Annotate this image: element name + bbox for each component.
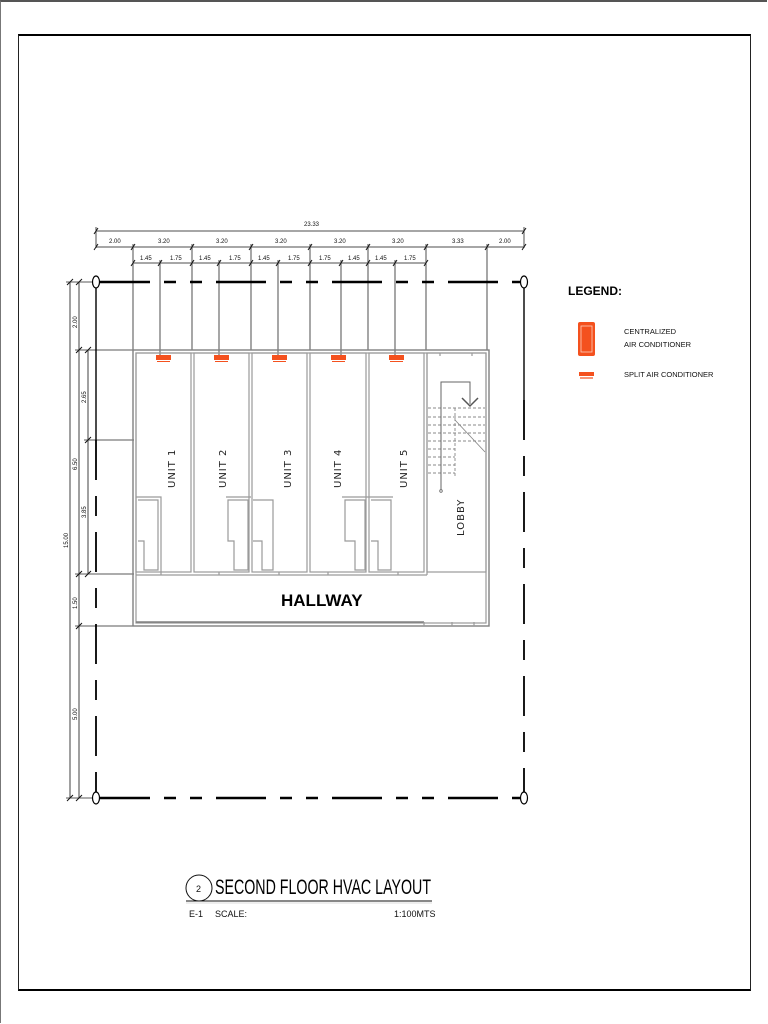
split-ac-legend-icon (579, 372, 594, 379)
room-label-unit-3: UNIT 3 (283, 449, 294, 488)
legend-label-centralized: CENTRALIZED (624, 327, 677, 336)
split-ac-icon (272, 355, 287, 362)
split-ac-icon (331, 355, 346, 362)
drawing-title-block: 2 E-1 SECOND FLOOR HVAC LAYOUT SCALE: 1:… (185, 874, 436, 919)
dim-bay-7: 3.33 (452, 239, 464, 245)
drawing-title: SECOND FLOOR HVAC LAYOUT (215, 876, 431, 899)
dim-sub-10: 1.75 (404, 256, 416, 262)
legend-label-centralized-2: AIR CONDITIONER (624, 340, 692, 349)
dim-sub-4: 1.75 (229, 256, 241, 262)
dim-depth-2: 6.50 (73, 458, 79, 470)
room-labels: UNIT 1 UNIT 2 UNIT 3 UNIT 4 UNIT 5 LOBBY… (167, 449, 467, 610)
sheet-reference: E-1 (189, 909, 203, 919)
room-label-hallway: HALLWAY (281, 591, 363, 610)
dim-depth-1: 2.00 (73, 316, 79, 328)
dim-sub-3: 1.45 (199, 256, 211, 262)
legend-title: LEGEND: (568, 284, 622, 298)
dim-bay-3: 3.20 (216, 239, 228, 245)
dim-sub-9: 1.45 (375, 256, 387, 262)
grid-bubble-icon (91, 791, 101, 805)
scale-value: 1:100MTS (394, 909, 436, 919)
dim-bay-5: 3.20 (334, 239, 346, 245)
top-dimensions: 23.33 2.00 3.20 3.20 3.20 3.20 3.20 3.33… (93, 222, 527, 355)
dim-sub-7: 1.75 (319, 256, 331, 262)
room-label-unit-5: UNIT 5 (399, 449, 410, 488)
unit-partitions (135, 352, 487, 626)
room-label-unit-2: UNIT 2 (218, 449, 229, 488)
split-ac-units (156, 355, 404, 362)
sheet-frame (18, 34, 751, 991)
dim-bay-2: 3.20 (158, 239, 170, 245)
grid-bubble-icon (91, 275, 101, 289)
dim-depth-inner-1: 2.65 (82, 391, 88, 403)
detail-number: 2 (196, 884, 201, 894)
structural-grid (91, 275, 529, 805)
stairs (428, 381, 486, 493)
split-ac-icon (156, 355, 171, 362)
grid-bubble-icon (519, 275, 529, 289)
legend: LEGEND: CENTRALIZED AIR CONDITIONER SPLI… (568, 284, 714, 379)
dim-bay-1: 2.00 (109, 239, 121, 245)
dim-overall-width: 23.33 (304, 222, 320, 228)
dim-bay-8: 2.00 (499, 239, 511, 245)
centralized-ac-icon (578, 322, 595, 356)
dim-bay-6: 3.20 (392, 239, 404, 245)
dim-sub-8: 1.45 (348, 256, 360, 262)
dim-bay-4: 3.20 (275, 239, 287, 245)
legend-label-split: SPLIT AIR CONDITIONER (624, 370, 714, 379)
left-dimensions: 15.00 2.00 6.50 1.50 5.00 2.65 3.85 (64, 278, 134, 802)
room-label-unit-4: UNIT 4 (333, 449, 344, 488)
grid-bubble-icon (519, 791, 529, 805)
building-outline (132, 349, 490, 627)
dim-overall-depth: 15.00 (64, 532, 70, 548)
scale-label: SCALE: (215, 909, 247, 919)
dim-sub-5: 1.45 (258, 256, 270, 262)
room-label-lobby: LOBBY (456, 499, 467, 536)
split-ac-icon (389, 355, 404, 362)
dim-depth-4: 5.00 (73, 708, 79, 720)
split-ac-icon (214, 355, 229, 362)
dim-sub-2: 1.75 (170, 256, 182, 262)
room-label-unit-1: UNIT 1 (167, 449, 178, 488)
dim-sub-1: 1.45 (140, 256, 152, 262)
dim-sub-6: 1.75 (288, 256, 300, 262)
dim-depth-inner-2: 3.85 (82, 506, 88, 518)
dim-depth-3: 1.50 (73, 597, 79, 609)
stair-direction-arrow-icon (461, 397, 479, 408)
